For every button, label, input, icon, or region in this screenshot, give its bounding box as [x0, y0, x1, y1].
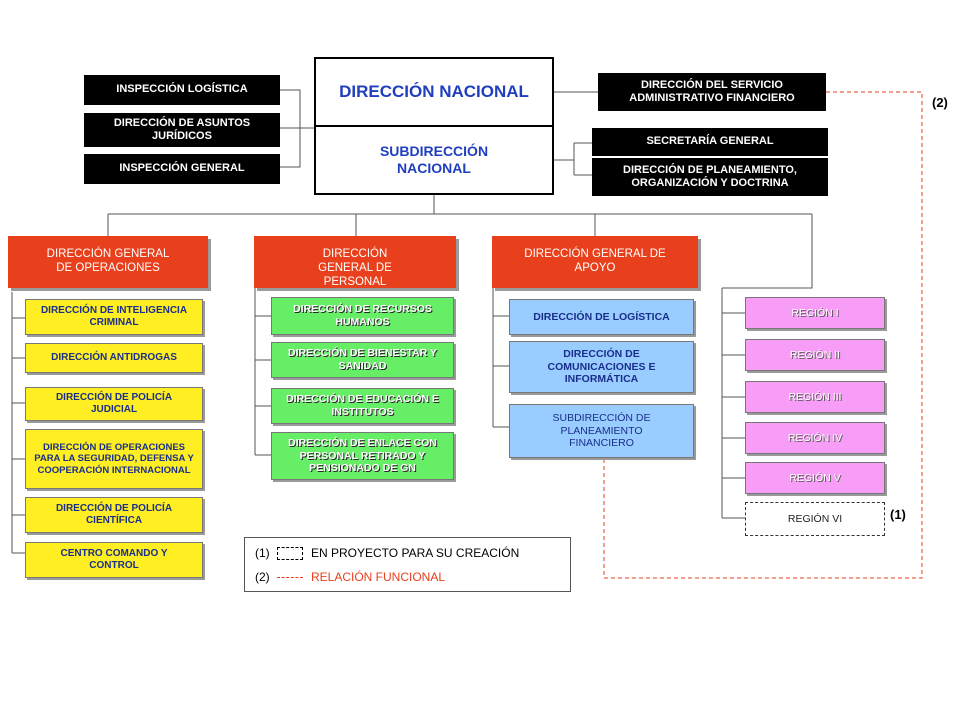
policia-cientifica-box: DIRECCIÓN DE POLICÍA CIENTÍFICA — [25, 497, 203, 533]
secretaria-general-box: SECRETARÍA GENERAL — [592, 128, 828, 156]
legend-row-2: (2) RELACIÓN FUNCIONAL — [255, 570, 445, 584]
region-1-box: REGIÓN I — [745, 297, 885, 329]
unit-label: DIRECCIÓN DE LOGÍSTICA — [533, 310, 670, 323]
policia-judicial-box: DIRECCIÓN DE POLICÍA JUDICIAL — [25, 387, 203, 421]
region-label: REGIÓN V — [789, 471, 841, 484]
left-staff-label: DIRECCIÓN DE ASUNTOS JURÍDICOS — [113, 116, 251, 142]
unit-label: DIRECCIÓN DE OPERACIONES PARA LA SEGURID… — [34, 441, 194, 476]
centro-comando-box: CENTRO COMANDO Y CONTROL — [25, 542, 203, 578]
dg-label: DIRECCIÓN GENERAL DE PERSONAL — [318, 248, 392, 288]
logistica-box: DIRECCIÓN DE LOGÍSTICA — [509, 299, 694, 335]
unit-label: DIRECCIÓN DE RECURSOS HUMANOS — [293, 303, 432, 328]
enlace-retirado-box: DIRECCIÓN DE ENLACE CON PERSONAL RETIRAD… — [271, 432, 454, 480]
comunicaciones-box: DIRECCIÓN DE COMUNICACIONES E INFORMÁTIC… — [509, 341, 694, 393]
legend: (1) EN PROYECTO PARA SU CREACIÓN (2) REL… — [244, 537, 571, 592]
legend-num: (1) — [255, 546, 270, 560]
note-1: (1) — [890, 507, 906, 522]
dg-label: DIRECCIÓN GENERAL DE OPERACIONES — [46, 248, 170, 274]
unit-label: DIRECCIÓN DE EDUCACIÓN E INSTITUTOS — [286, 393, 439, 418]
right-staff-label: DIRECCIÓN DEL SERVICIO ADMINISTRATIVO FI… — [629, 78, 795, 104]
asuntos-juridicos-box: DIRECCIÓN DE ASUNTOS JURÍDICOS — [84, 113, 280, 147]
unit-label: DIRECCIÓN DE POLICÍA CIENTÍFICA — [55, 503, 173, 526]
planeamiento-box: DIRECCIÓN DE PLANEAMIENTO, ORGANIZACIÓN … — [592, 158, 828, 196]
dashed-box-swatch-icon — [277, 546, 303, 560]
dg-operaciones-box: DIRECCIÓN GENERAL DE OPERACIONES — [8, 236, 208, 288]
unit-label: SUBDIRECCIÓN DE PLANEAMIENTO FINANCIERO — [552, 412, 651, 450]
dashed-line-swatch-icon — [277, 576, 303, 578]
unit-label: DIRECCIÓN ANTIDROGAS — [51, 352, 177, 363]
bienestar-sanidad-box: DIRECCIÓN DE BIENESTAR Y SANIDAD — [271, 342, 454, 378]
unit-label: DIRECCIÓN DE POLICÍA JUDICIAL — [55, 392, 173, 415]
right-staff-label: DIRECCIÓN DE PLANEAMIENTO, ORGANIZACIÓN … — [623, 163, 797, 189]
unit-label: DIRECCIÓN DE INTELIGENCIA CRIMINAL — [40, 305, 188, 328]
dg-label: DIRECCIÓN GENERAL DE APOYO — [524, 248, 666, 274]
direccion-nacional-box: DIRECCIÓN NACIONAL — [314, 57, 554, 127]
operaciones-seguridad-box: DIRECCIÓN DE OPERACIONES PARA LA SEGURID… — [25, 429, 203, 489]
region-label: REGIÓN III — [788, 390, 842, 403]
right-staff-label: SECRETARÍA GENERAL — [646, 135, 774, 148]
legend-row-1: (1) EN PROYECTO PARA SU CREACIÓN — [255, 546, 519, 560]
servicio-administrativo-box: DIRECCIÓN DEL SERVICIO ADMINISTRATIVO FI… — [598, 73, 826, 111]
legend-num: (2) — [255, 570, 270, 584]
subdireccion-nacional-box: SUBDIRECCIÓN NACIONAL — [314, 125, 554, 195]
region-4-box: REGIÓN IV — [745, 422, 885, 454]
dg-personal-box: DIRECCIÓN GENERAL DE PERSONAL — [254, 236, 456, 288]
region-2-box: REGIÓN II — [745, 339, 885, 371]
planeamiento-financiero-box: SUBDIRECCIÓN DE PLANEAMIENTO FINANCIERO — [509, 404, 694, 458]
legend-text: EN PROYECTO PARA SU CREACIÓN — [311, 546, 520, 560]
unit-label: DIRECCIÓN DE ENLACE CON PERSONAL RETIRAD… — [288, 437, 437, 475]
recursos-humanos-box: DIRECCIÓN DE RECURSOS HUMANOS — [271, 297, 454, 335]
unit-label: CENTRO COMANDO Y CONTROL — [60, 548, 168, 571]
note-2: (2) — [932, 95, 948, 110]
region-5-box: REGIÓN V — [745, 462, 885, 494]
region-label: REGIÓN IV — [787, 431, 843, 444]
region-6-box: REGIÓN VI — [745, 502, 885, 536]
educacion-institutos-box: DIRECCIÓN DE EDUCACIÓN E INSTITUTOS — [271, 388, 454, 424]
left-staff-label: INSPECCIÓN GENERAL — [119, 162, 245, 175]
subdireccion-nacional-label: SUBDIRECCIÓN NACIONAL — [379, 143, 489, 176]
legend-text: RELACIÓN FUNCIONAL — [311, 570, 446, 584]
region-label: REGIÓN I — [791, 306, 839, 319]
unit-label: DIRECCIÓN DE COMUNICACIONES E INFORMÁTIC… — [547, 348, 656, 386]
inspeccion-logistica-box: INSPECCIÓN LOGÍSTICA — [84, 75, 280, 105]
inteligencia-criminal-box: DIRECCIÓN DE INTELIGENCIA CRIMINAL — [25, 299, 203, 335]
region-3-box: REGIÓN III — [745, 381, 885, 413]
direccion-nacional-label: DIRECCIÓN NACIONAL — [339, 81, 529, 101]
region-label: REGIÓN II — [789, 348, 841, 361]
antidrogas-box: DIRECCIÓN ANTIDROGAS — [25, 343, 203, 373]
region-label: REGIÓN VI — [787, 512, 843, 525]
inspeccion-general-box: INSPECCIÓN GENERAL — [84, 154, 280, 184]
unit-label: DIRECCIÓN DE BIENESTAR Y SANIDAD — [288, 347, 437, 372]
left-staff-label: INSPECCIÓN LOGÍSTICA — [116, 83, 248, 96]
dg-apoyo-box: DIRECCIÓN GENERAL DE APOYO — [492, 236, 698, 288]
